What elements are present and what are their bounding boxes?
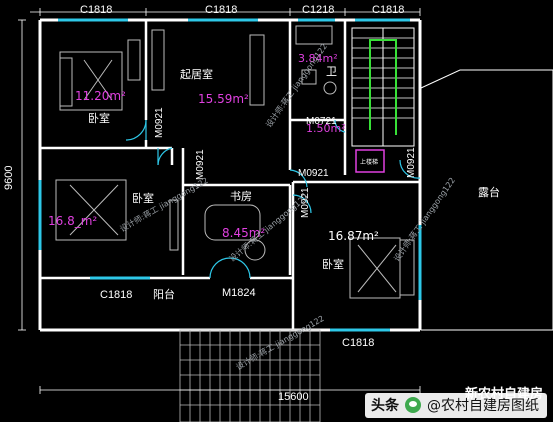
area-bath-small: 1.50m² [306, 122, 346, 135]
door-m0721: M0721 [306, 116, 337, 127]
room-bedroom-nw: 卧室 [88, 111, 110, 125]
furniture [55, 25, 415, 299]
wechat-icon [405, 397, 421, 413]
area-study: 8.45m² [222, 226, 265, 240]
room-study: 书房 [230, 190, 252, 203]
source-footer: 头条 @农村自建房图纸 [365, 393, 547, 418]
door-m0921-a: M0921 [154, 107, 165, 138]
window-label-4: C1818 [372, 4, 404, 16]
door-swings [125, 119, 421, 279]
area-bath: 3.84m² [298, 52, 338, 65]
windows [38, 18, 422, 332]
dimension-lines [18, 8, 421, 394]
window-balcony: C1818 [100, 289, 132, 301]
room-terrace: 露台 [478, 185, 500, 199]
footer-brand: 头条 [371, 398, 399, 414]
door-m0921-b: M0921 [195, 149, 206, 180]
area-bedroom-nw: 11.20m² [75, 89, 126, 103]
interior-walls [40, 20, 420, 330]
window-label-3: C1218 [302, 4, 334, 16]
door-m0921-d: M0921 [300, 187, 311, 218]
entry-steps [179, 329, 321, 422]
watermark-4: 设计师:蒋工 jianggong122 [391, 175, 457, 263]
area-bedroom-se: 16.87m² [328, 229, 379, 243]
window-label-1: C1818 [80, 4, 112, 16]
door-m0921-c: M0921 [298, 168, 329, 179]
window-se: C1818 [342, 337, 374, 349]
door-m0921-e: M0921 [406, 147, 417, 178]
room-bedroom-w: 卧室 [132, 191, 154, 205]
exterior-walls [38, 18, 422, 332]
footer-source: @农村自建房图纸 [427, 398, 539, 414]
stair-sign: 上楼梯 [360, 158, 378, 166]
area-living: 15.59m² [198, 92, 249, 106]
room-bedroom-se: 卧室 [322, 257, 344, 271]
dim-left: 9600 [3, 166, 15, 190]
area-bedroom-w: 16.8_m² [48, 214, 97, 228]
staircase [351, 27, 415, 173]
room-balcony: 阳台 [153, 287, 175, 301]
room-bath: 卫 [326, 65, 337, 78]
dim-bottom: 15600 [278, 391, 309, 403]
door-m1824: M1824 [222, 287, 256, 299]
window-label-2: C1818 [205, 4, 237, 16]
room-living: 起居室 [180, 67, 213, 81]
